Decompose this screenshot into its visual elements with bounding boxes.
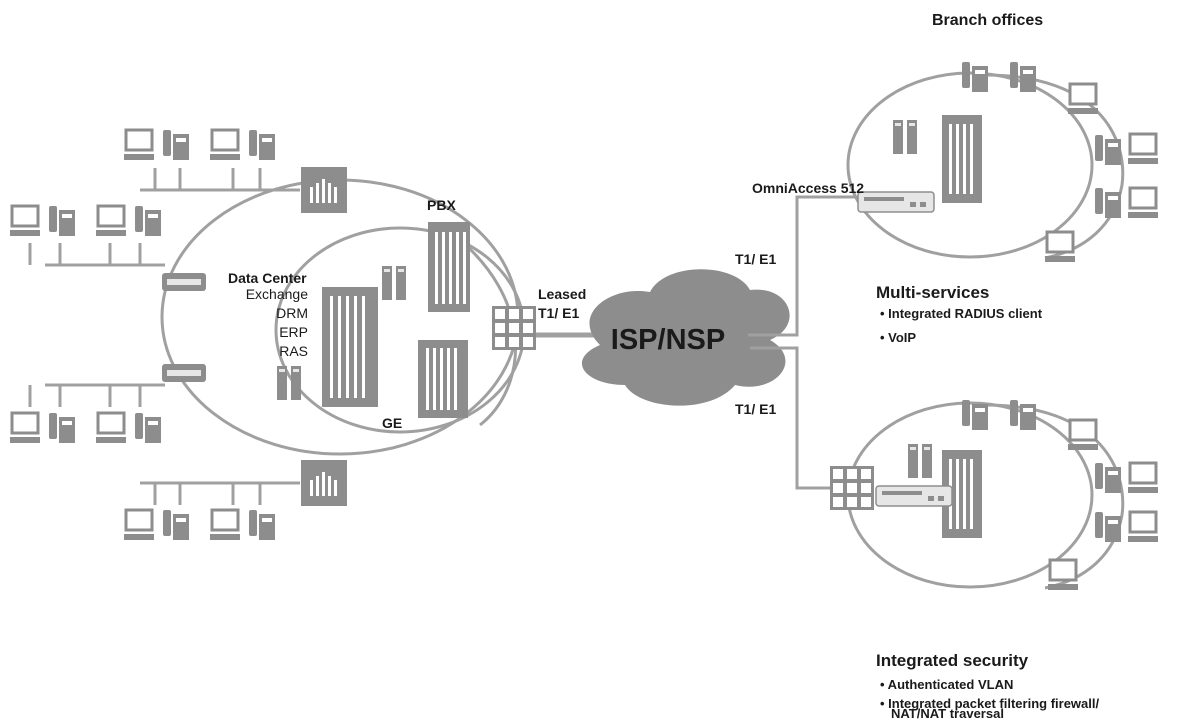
hub-icon [162, 364, 206, 382]
exchange-label: Exchange [246, 286, 308, 302]
branch-offices-label: Branch offices [932, 12, 1043, 29]
computer-icon [208, 508, 242, 542]
multi-services-item: • VoIP [880, 330, 916, 345]
router-grid-icon [492, 306, 536, 350]
integrated-security-title: Integrated security [876, 651, 1029, 670]
computer-icon [208, 128, 242, 162]
erp-label: ERP [279, 324, 308, 340]
switch-icon [301, 460, 347, 506]
cloud-label: ISP/NSP [611, 324, 725, 356]
lan-bus-top [140, 168, 300, 192]
phone-icon [135, 413, 161, 443]
computer-icon [1046, 558, 1080, 592]
pbx-label: PBX [427, 197, 456, 213]
computer-icon [1126, 461, 1160, 495]
omniaccess-label: OmniAccess 512 [752, 180, 864, 196]
phone-icon [163, 130, 189, 160]
computer-icon [1043, 230, 1077, 264]
branch-office-upper [846, 62, 1160, 264]
integrated-security-item: • Authenticated VLAN [880, 677, 1013, 692]
lan-bus-bottom [140, 481, 300, 505]
phone-icon [49, 206, 75, 236]
wan-line-lower [750, 346, 830, 490]
router-icon [875, 485, 953, 507]
phone-icon [249, 510, 275, 540]
t1e1-lower-label: T1/ E1 [735, 401, 776, 417]
leased-t1e1-label: T1/ E1 [538, 305, 579, 321]
multi-services-item: • Integrated RADIUS client [880, 306, 1043, 321]
phone-icon [49, 413, 75, 443]
phone-icon [1010, 400, 1036, 430]
computer-icon [122, 508, 156, 542]
data-center-ring [274, 226, 526, 434]
integrated-security-item: NAT/NAT traversal [891, 706, 1004, 719]
computer-icon [1126, 510, 1160, 544]
hq-network: PBX Data Center Exchange DRM ERP RAS GE … [8, 128, 600, 542]
pbx-icon [428, 222, 470, 312]
computer-icon [122, 128, 156, 162]
phone-icon [135, 206, 161, 236]
drm-label: DRM [276, 305, 308, 321]
leased-label: Leased [538, 286, 586, 302]
phone-icon [163, 510, 189, 540]
computer-icon [1126, 186, 1160, 220]
lan-bus-upper-left [28, 243, 165, 267]
branch-office-lower [830, 400, 1160, 592]
server-icon [277, 366, 301, 400]
t1e1-upper-label: T1/ E1 [735, 251, 776, 267]
computer-icon [1066, 418, 1100, 452]
ge-label: GE [382, 415, 402, 431]
computer-icon [94, 411, 128, 445]
switch-icon [301, 167, 347, 213]
omniaccess-router-icon [857, 191, 935, 213]
branch-pbx-icon [942, 115, 982, 203]
ras-label: RAS [279, 343, 308, 359]
multi-services-title: Multi-services [876, 283, 989, 302]
server-icon [908, 444, 932, 478]
phone-icon [1095, 463, 1121, 493]
router-grid-icon [830, 466, 874, 510]
computer-icon [1126, 132, 1160, 166]
data-center-rack-icon [322, 287, 378, 407]
computer-icon [94, 204, 128, 238]
isp-cloud: ISP/NSP [581, 269, 790, 406]
phone-icon [1010, 62, 1036, 92]
server-icon [893, 120, 917, 154]
lan-bus-lower-left [28, 383, 165, 407]
server-icon [382, 266, 406, 300]
phone-icon [1095, 512, 1121, 542]
integrated-security-block: Integrated security • Authenticated VLAN… [876, 651, 1099, 719]
computer-icon [8, 411, 42, 445]
wan-line-upper [748, 195, 878, 337]
data-center-label: Data Center [228, 270, 307, 286]
integrated-security-item: • Integrated packet filtering firewall/ [880, 696, 1099, 711]
phone-icon [962, 400, 988, 430]
phone-icon [1095, 188, 1121, 218]
computer-icon [1066, 82, 1100, 116]
ge-switch-icon [418, 340, 468, 418]
phone-icon [249, 130, 275, 160]
phone-icon [962, 62, 988, 92]
computer-icon [8, 204, 42, 238]
phone-icon [1095, 135, 1121, 165]
hub-icon [162, 273, 206, 291]
multi-services-block: Multi-services • Integrated RADIUS clien… [876, 283, 1043, 345]
